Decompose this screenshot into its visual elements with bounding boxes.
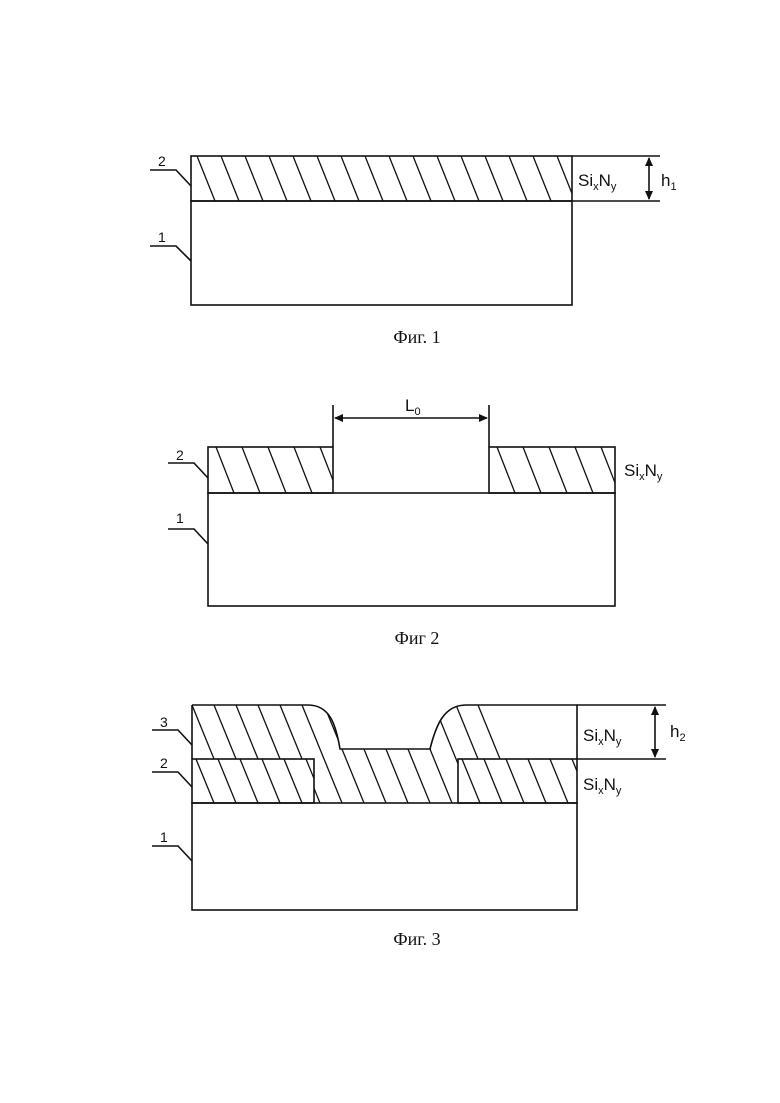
hatch-line (317, 156, 335, 201)
hatch-line (192, 705, 232, 803)
hatch-line (328, 759, 346, 803)
hatch-line (197, 156, 215, 201)
leader-line-1 (150, 246, 191, 261)
hatch-line (368, 705, 408, 803)
hatch-line (346, 447, 364, 493)
arrowhead-down (645, 191, 653, 200)
figure-3: 3 2 1 SixNy SixNy h2 Фиг. 3 (152, 705, 686, 949)
figure-1: 2 1 SixNy h1 Фиг. 1 (150, 153, 677, 347)
thickness-label: h1 (661, 171, 677, 193)
hatch-line (236, 705, 276, 803)
hatch-line (485, 156, 503, 201)
hatch-line (221, 156, 239, 201)
hatch-line (437, 156, 455, 201)
hatch-line (523, 447, 541, 493)
window-width-label: L0 (405, 396, 421, 418)
hatch-line (506, 759, 524, 803)
hatch-line (196, 759, 214, 803)
substrate-layer (192, 803, 577, 910)
hatch-line (341, 156, 359, 201)
hatch-line (284, 759, 302, 803)
film-2-hatching-left (174, 759, 346, 803)
hatch-line (294, 447, 312, 493)
hatch-line (242, 447, 260, 493)
hatch-line (240, 759, 258, 803)
film-3-hatching (192, 705, 518, 803)
film-hatching-left (190, 447, 364, 493)
hatch-line (412, 705, 452, 803)
hatch-line (320, 447, 338, 493)
hatch-line (575, 447, 593, 493)
ref-label-2: 2 (158, 153, 166, 169)
arrowhead-right (479, 414, 488, 422)
hatch-line (173, 156, 191, 201)
hatch-line (216, 447, 234, 493)
hatch-line (190, 447, 208, 493)
hatch-line (478, 705, 518, 803)
leader-line-1 (152, 846, 192, 861)
substrate-layer (191, 201, 572, 305)
film-hatching (173, 156, 599, 201)
film-hatching-right (471, 447, 645, 493)
hatch-line (462, 759, 480, 803)
substrate-layer (208, 493, 615, 606)
leader-line-2 (150, 170, 191, 186)
thickness-label: h2 (670, 722, 686, 744)
material-label: SixNy (624, 461, 663, 483)
hatch-line (269, 156, 287, 201)
hatch-line (258, 705, 298, 803)
leader-line-2 (168, 463, 208, 478)
hatch-line (549, 447, 567, 493)
ref-label-3: 3 (160, 714, 168, 730)
hatch-line (471, 447, 489, 493)
hatch-line (324, 705, 364, 803)
leader-line-3 (152, 730, 192, 745)
hatch-line (533, 156, 551, 201)
ref-label-1: 1 (176, 510, 184, 526)
material-label-top: SixNy (583, 726, 622, 748)
hatch-line (302, 705, 342, 803)
hatch-line (550, 759, 568, 803)
ref-label-1: 1 (158, 229, 166, 245)
hatch-line (456, 705, 496, 803)
hatch-line (214, 705, 254, 803)
hatch-line (174, 759, 192, 803)
arrowhead-up (645, 157, 653, 166)
hatch-line (461, 156, 479, 201)
hatch-line (306, 759, 324, 803)
film-2-segment-left (192, 759, 314, 803)
hatch-line (497, 447, 515, 493)
arrowhead-left (334, 414, 343, 422)
material-label-bottom: SixNy (583, 775, 622, 797)
hatch-line (218, 759, 236, 803)
hatch-line (484, 759, 502, 803)
arrowhead-down (651, 749, 659, 758)
ref-label-1: 1 (160, 829, 168, 845)
hatch-line (346, 705, 386, 803)
hatch-line (390, 705, 430, 803)
hatch-line (365, 156, 383, 201)
figure-caption: Фиг. 3 (393, 929, 440, 949)
figure-2: L0 2 1 SixNy Фиг 2 (168, 396, 663, 648)
hatch-line (293, 156, 311, 201)
ref-label-2: 2 (160, 755, 168, 771)
leader-line-1 (168, 529, 208, 544)
ref-label-2: 2 (176, 447, 184, 463)
hatch-line (245, 156, 263, 201)
leader-line-2 (152, 772, 192, 787)
hatch-line (262, 759, 280, 803)
arrowhead-up (651, 706, 659, 715)
material-label: SixNy (578, 171, 617, 193)
hatch-line (528, 759, 546, 803)
hatch-line (268, 447, 286, 493)
figure-caption: Фиг. 1 (393, 327, 440, 347)
hatch-line (413, 156, 431, 201)
hatch-line (601, 447, 619, 493)
hatch-line (509, 156, 527, 201)
hatch-line (389, 156, 407, 201)
film-3-outline (192, 705, 577, 759)
figure-caption: Фиг 2 (395, 628, 440, 648)
